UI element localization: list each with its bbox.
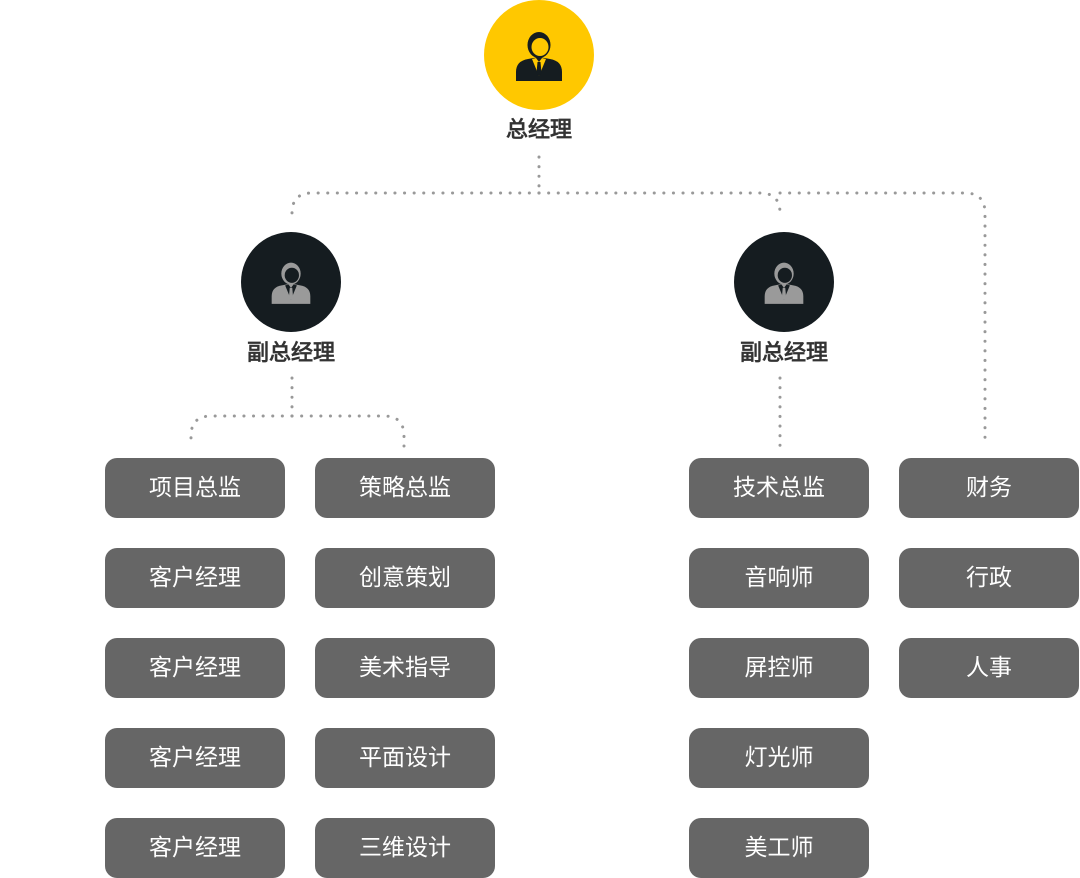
vp-right-title: 副总经理 xyxy=(739,341,828,366)
person-icon xyxy=(516,32,562,81)
role-box-human-resources: 人事 xyxy=(899,638,1079,698)
role-box-account-manager: 客户经理 xyxy=(105,818,285,878)
role-box-3d-design: 三维设计 xyxy=(315,818,495,878)
connector-top-right xyxy=(537,191,782,219)
role-box-graphic-design: 平面设计 xyxy=(315,728,495,788)
vp-right-avatar xyxy=(734,232,834,332)
person-icon xyxy=(271,262,311,304)
role-box-administration: 行政 xyxy=(899,548,1079,608)
role-box-sound-engineer: 音响师 xyxy=(689,548,869,608)
person-icon xyxy=(764,262,804,304)
connector-vp1-right xyxy=(290,414,406,448)
role-box-technical-director: 技术总监 xyxy=(689,458,869,518)
role-box-screen-operator: 屏控师 xyxy=(689,638,869,698)
role-box-project-director: 项目总监 xyxy=(105,458,285,518)
role-box-creative-planning: 创意策划 xyxy=(315,548,495,608)
connector-top-left xyxy=(290,191,541,224)
role-box-lighting-engineer: 灯光师 xyxy=(689,728,869,788)
ceo-title: 总经理 xyxy=(505,118,572,143)
vp-left-title: 副总经理 xyxy=(246,341,335,366)
role-box-account-manager: 客户经理 xyxy=(105,728,285,788)
role-box-art-worker: 美工师 xyxy=(689,818,869,878)
role-box-strategy-director: 策略总监 xyxy=(315,458,495,518)
role-box-account-manager: 客户经理 xyxy=(105,638,285,698)
vp-left-avatar xyxy=(241,232,341,332)
connector-vp1-left xyxy=(189,414,294,448)
role-box-art-director: 美术指导 xyxy=(315,638,495,698)
role-box-finance: 财务 xyxy=(899,458,1079,518)
connector-top-finance xyxy=(778,191,987,448)
ceo-avatar xyxy=(484,0,594,110)
role-box-account-manager: 客户经理 xyxy=(105,548,285,608)
